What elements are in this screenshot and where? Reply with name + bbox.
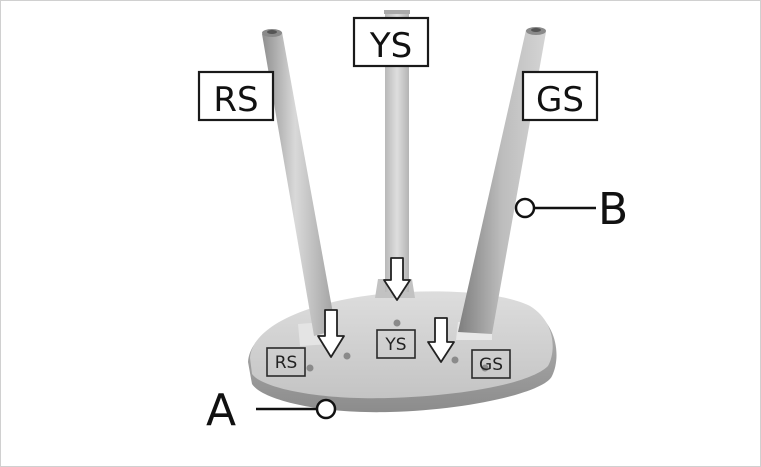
- label-rod-center-text: YS: [369, 26, 412, 66]
- label-rod-left-text: RS: [213, 80, 258, 120]
- label-rod-right: GS: [521, 70, 599, 122]
- arrow-down-icon: [317, 309, 345, 358]
- hole: [306, 364, 314, 372]
- callout-b-text: B: [598, 184, 628, 235]
- label-base-left-text: RS: [275, 353, 298, 373]
- callout-a-text: A: [206, 385, 236, 436]
- label-base-center-text: YS: [384, 335, 406, 355]
- callout-b: B: [514, 184, 628, 235]
- label-base-right-text: GS: [479, 355, 503, 375]
- label-rod-center: YS: [352, 16, 430, 68]
- arrow-down-icon: [383, 257, 411, 301]
- rod-left: [262, 29, 336, 336]
- hole: [393, 319, 401, 327]
- hole: [481, 364, 489, 372]
- label-rod-left: RS: [197, 70, 275, 122]
- hole: [343, 352, 351, 360]
- label-rod-right-text: GS: [536, 80, 584, 120]
- hole: [451, 356, 459, 364]
- label-base-left: RS: [266, 347, 306, 377]
- callout-a: A: [206, 385, 337, 436]
- label-base-center: YS: [376, 329, 416, 359]
- arrow-down-icon: [427, 317, 455, 363]
- label-base-right: GS: [471, 349, 511, 379]
